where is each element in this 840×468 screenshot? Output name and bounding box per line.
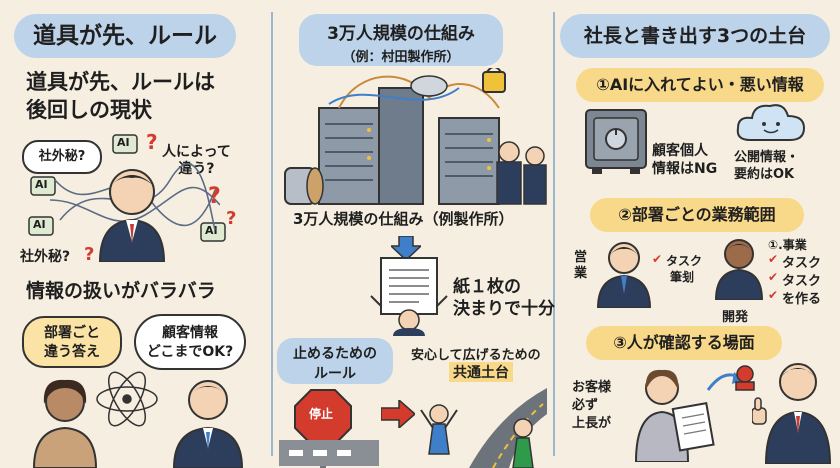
paper-document-icon [369, 256, 449, 336]
middle-header-line2: （例：村田製作所） [342, 50, 460, 65]
label-secret2: 社外秘? [20, 249, 71, 265]
question-mark-icon: ? [146, 130, 158, 154]
left-column: 道具が先、ルール 道具が先、ルールは 後回しの現状 社外秘? 人によって 違う?… [0, 0, 270, 468]
s2-task1: タスク [666, 254, 703, 268]
check-icon: ✔ [768, 270, 779, 284]
s1-ok-line1: 公開情報・ [734, 150, 800, 165]
s3-line2: 必ず [572, 398, 599, 413]
paper-line1: 紙１枚の [453, 277, 521, 297]
bubble-dept: 部署ごと 違う答え [22, 316, 122, 368]
column-divider [553, 12, 555, 456]
safe-line1: 安心して広げるための [411, 348, 541, 363]
ai-chip-icon [30, 176, 56, 196]
cloud-icon [736, 100, 806, 142]
road-crossing-icon [279, 430, 379, 466]
bubble-customer: 顧客情報 どこまでOK? [134, 314, 246, 370]
s2-list2: タスク [782, 274, 822, 289]
section2-title: ②部署ごとの業務範囲 [590, 198, 804, 232]
middle-caption: 3万人規模の仕組み（例製作所） [293, 210, 514, 228]
ai-tag: AI [33, 218, 46, 231]
server-infrastructure-icon [279, 68, 547, 210]
approval-stamp-icon [730, 364, 760, 396]
question-mark-icon: ? [208, 184, 221, 209]
column-divider [271, 12, 273, 456]
arrow-right-icon [381, 400, 415, 428]
arrow-down-icon [391, 236, 421, 260]
atom-confusion-icon [92, 364, 162, 434]
stop-sign-text: 停止 [309, 407, 334, 421]
question-mark-icon: ? [84, 244, 95, 265]
safe-line2: 共通土台 [449, 362, 513, 382]
safe-vault-icon [584, 108, 648, 174]
bubble-depends: 人によって 違う? [162, 144, 231, 177]
ai-tag: AI [117, 136, 130, 149]
right-column: 社長と書き出す3つの土台 ①AIに入れてよい・悪い情報 顧客個人 情報はNG 公… [556, 0, 840, 468]
woman-with-document-icon [632, 362, 716, 462]
section3-title: ③人が確認する場面 [586, 326, 782, 360]
businessman-icon [168, 372, 248, 468]
s2-list1: タスク [782, 256, 822, 271]
ai-chip-icon [28, 216, 54, 236]
s3-line1: お客様 [572, 380, 612, 395]
stop-line1: 止めるための [293, 346, 377, 362]
check-icon: ✔ [768, 252, 779, 266]
right-header: 社長と書き出す3つの土台 [560, 14, 830, 58]
s2-task1b: 筆刬 [670, 270, 695, 284]
s1-ok-line2: 要約はOK [734, 167, 795, 182]
left-title-line1: 道具が先、ルールは [26, 70, 215, 94]
confused-man-icon [92, 162, 172, 262]
section1-title: ①AIに入れてよい・悪い情報 [576, 68, 824, 102]
middle-header-line1: 3万人規模の仕組み [327, 24, 475, 44]
paper-line2: 決まりで十分 [453, 299, 555, 319]
left-title-line2: 後回しの現状 [26, 98, 152, 122]
s2-list3: を作る [782, 292, 822, 307]
check-icon: ✔ [768, 288, 779, 302]
bubble-secret: 社外秘? [22, 140, 102, 174]
s2-sales-line2: 業 [574, 266, 588, 281]
woman-icon [30, 374, 100, 468]
s2-sales-line1: 営 [574, 250, 588, 265]
s2-dev: 開発 [722, 310, 749, 325]
manager-thumbs-up-icon [752, 356, 836, 464]
s1-ng-line2: 情報はNG [652, 161, 718, 177]
sales-man-icon [594, 238, 654, 308]
stop-line2: ルール [314, 366, 356, 382]
ai-tag: AI [35, 178, 48, 191]
question-mark-icon: ? [226, 208, 237, 229]
middle-header: 3万人規模の仕組み （例：村田製作所） [299, 14, 503, 66]
s1-ng-line1: 顧客個人 [652, 143, 708, 159]
check-icon: ✔ [652, 252, 663, 266]
ai-chip-icon [112, 134, 138, 154]
stop-rule-label: 止めるための ルール [277, 338, 393, 384]
middle-column: 3万人規模の仕組み （例：村田製作所） [273, 0, 555, 468]
left-footer: 情報の扱いがバラバラ [26, 280, 216, 302]
s3-line3: 上長が [572, 416, 612, 431]
s2-list-title: ①.事業 [768, 238, 807, 252]
happy-people-road-icon [419, 384, 547, 468]
developer-man-icon [714, 236, 764, 300]
left-header: 道具が先、ルール [14, 14, 236, 58]
